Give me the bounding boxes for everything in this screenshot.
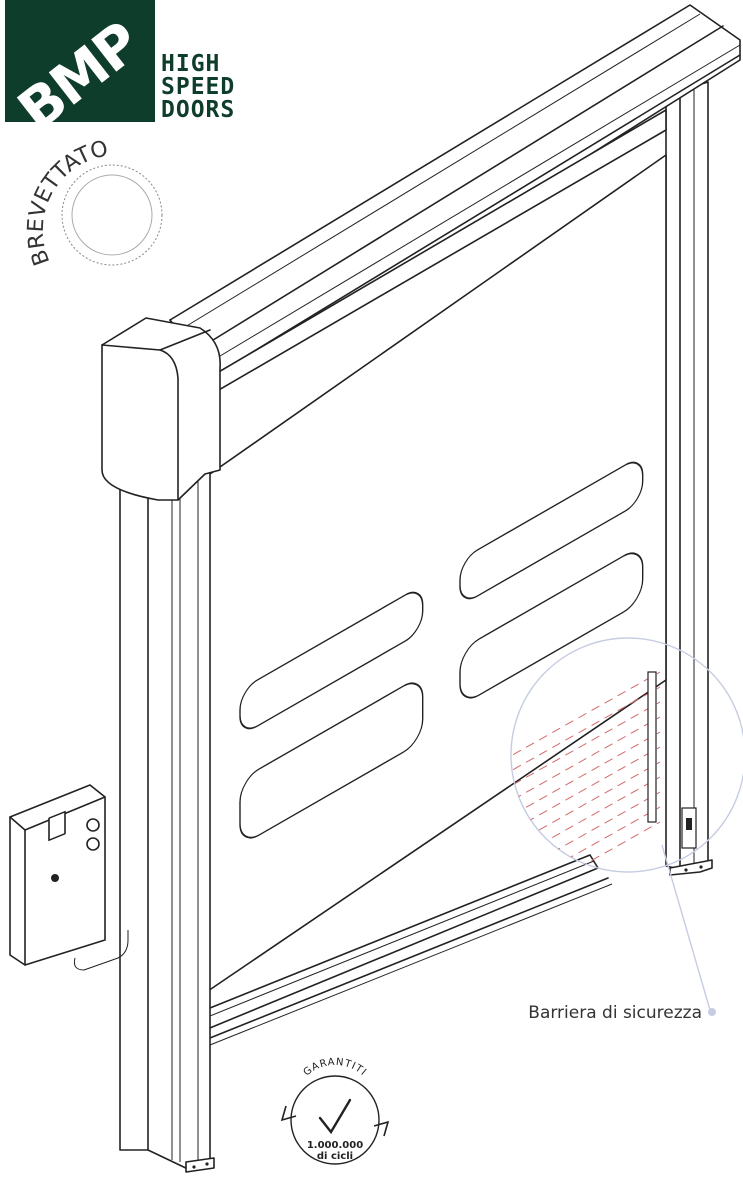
callout-dot <box>708 1008 716 1016</box>
callout-leader <box>661 844 711 1011</box>
safety-beam-line <box>511 716 661 808</box>
stamp-text: BREVETTATO <box>24 136 111 268</box>
vision-window-right-bottom <box>459 552 644 699</box>
photocell-lens <box>686 818 692 830</box>
badge-arrow-right-icon <box>373 1120 390 1137</box>
stamp-ring-outer <box>61 164 163 266</box>
vision-window-right-top <box>459 461 644 600</box>
patent-stamp: BREVETTATO <box>24 136 163 269</box>
callout-label: Barriera di sicurezza <box>528 1003 702 1023</box>
control-button-bottom <box>86 837 100 851</box>
badge-ring <box>290 1075 380 1165</box>
brand-logo: BMP HIGH SPEED DOORS <box>5 0 235 123</box>
control-button-top <box>86 818 100 832</box>
brand-line-doors: DOORS <box>161 97 235 123</box>
safety-beam-line <box>511 806 661 872</box>
badge-count: 1.000.000 <box>307 1140 363 1151</box>
checkmark-icon <box>318 1098 352 1135</box>
lens-ring <box>510 637 743 873</box>
left-post <box>119 469 215 1173</box>
vision-window-left-top <box>239 591 424 730</box>
safety-beam-line <box>511 686 661 778</box>
badge-arc-text: GARANTITI <box>302 1057 369 1079</box>
photocell-strip <box>647 671 657 823</box>
left-foot <box>185 1157 215 1173</box>
control-cable <box>73 930 129 971</box>
door-membrane <box>179 109 667 1048</box>
brand-line-high: HIGH <box>161 51 220 77</box>
vision-window-left-bottom <box>239 682 424 839</box>
brand-line-speed: SPEED <box>161 74 235 100</box>
badge-arrow-left-icon <box>280 1105 297 1122</box>
safety-beam-line <box>511 731 661 823</box>
motor-cap <box>101 317 221 501</box>
logo-background <box>5 0 155 122</box>
safety-beam-line <box>511 671 661 763</box>
safety-beam-line <box>511 776 661 868</box>
badge-unit: di cicli <box>317 1151 353 1162</box>
stamp-ring-inner <box>71 174 153 256</box>
safety-beam-line <box>511 701 661 793</box>
right-post <box>665 81 713 876</box>
guarantee-badge: GARANTITI 1.000.000 di cicli <box>280 1057 390 1165</box>
control-indicator <box>51 874 59 882</box>
control-box <box>9 784 129 971</box>
control-selector <box>48 810 66 842</box>
